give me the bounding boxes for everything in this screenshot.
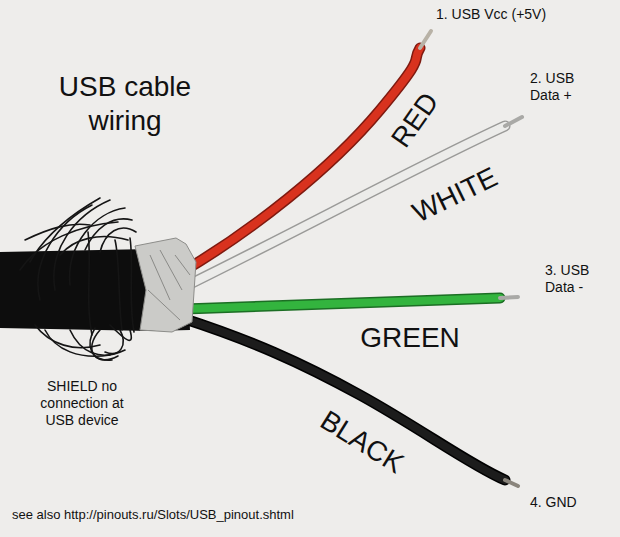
- wire-color-label: RED: [384, 86, 445, 154]
- shield-foil: [135, 238, 196, 332]
- pin-label: 3. USB Data -: [545, 262, 607, 296]
- wire-color-label: GREEN: [360, 321, 460, 355]
- red-wire-tip: [420, 31, 431, 48]
- pin-label: 2. USB Data +: [530, 70, 592, 104]
- green-wire-tip: [500, 297, 518, 298]
- white-wire-outline: [182, 126, 505, 288]
- shield-braid: [20, 198, 136, 360]
- white-wire: [182, 126, 505, 288]
- pin-label: 1. USB Vcc (+5V): [436, 6, 546, 23]
- shield-note: SHIELD no connection at USB device: [28, 378, 136, 428]
- white-wire-tip: [505, 117, 522, 126]
- black-wire-tip: [505, 480, 518, 486]
- wire-color-label: BLACK: [314, 403, 410, 480]
- red-wire-outline: [182, 48, 420, 272]
- wire-color-label: WHITE: [407, 160, 503, 230]
- pin-label: 4. GND: [530, 494, 577, 511]
- reference-link: see also http://pinouts.ru/Slots/USB_pin…: [12, 507, 294, 523]
- wires: [182, 31, 522, 486]
- red-wire: [182, 48, 420, 272]
- diagram-title: USB cable wiring: [45, 70, 205, 137]
- foil-texture: [148, 250, 190, 320]
- green-wire-outline: [182, 298, 500, 309]
- green-wire: [182, 298, 500, 309]
- black-wire-outline: [182, 318, 505, 480]
- black-wire: [182, 318, 505, 480]
